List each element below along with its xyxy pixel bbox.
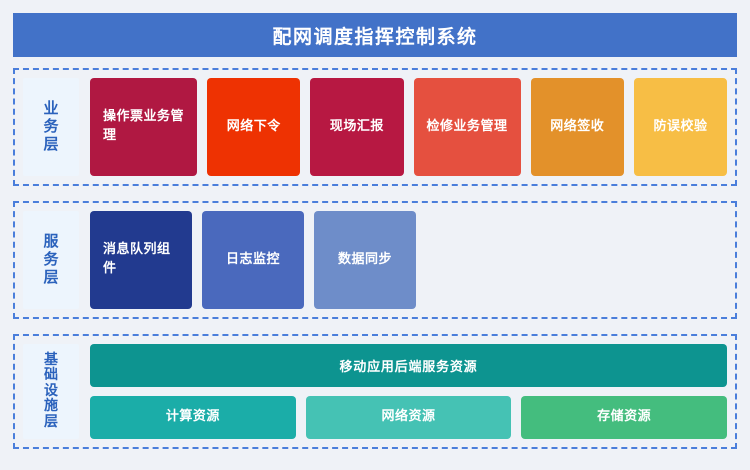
infrastructure-layer-label: 基 础 设 施 层 xyxy=(23,344,79,439)
layer-label-char: 设 xyxy=(44,382,58,399)
layer-label-char: 务 xyxy=(43,117,59,136)
service-card-list: 消息队列组件 日志监控 数据同步 xyxy=(90,211,727,309)
card-storage-resource[interactable]: 存储资源 xyxy=(521,396,728,439)
card-maintenance-business-management[interactable]: 检修业务管理 xyxy=(413,78,521,176)
layer-label-char: 务 xyxy=(43,250,59,269)
infrastructure-resource-row: 计算资源 网络资源 存储资源 xyxy=(90,396,728,439)
business-card-list: 操作票业务管理 网络下令 现场汇报 检修业务管理 网络签收 防误校验 xyxy=(90,78,728,176)
business-layer-label: 业 务 层 xyxy=(23,78,79,176)
page-title: 配网调度指挥控制系统 xyxy=(13,13,737,57)
card-network-signoff[interactable]: 网络签收 xyxy=(530,78,624,176)
layer-label-char: 基 xyxy=(44,352,58,369)
infrastructure-layer-section: 基 础 设 施 层 移动应用后端服务资源 计算资源 网络资源 存储资源 xyxy=(13,334,737,449)
layer-label-char: 层 xyxy=(43,267,59,286)
layer-label-char: 层 xyxy=(43,134,59,153)
card-error-prevention-check[interactable]: 防误校验 xyxy=(633,78,728,176)
card-mobile-backend-service-resource[interactable]: 移动应用后端服务资源 xyxy=(90,344,727,387)
service-layer-section: 服 务 层 消息队列组件 日志监控 数据同步 xyxy=(13,201,737,319)
card-operation-ticket-management[interactable]: 操作票业务管理 xyxy=(90,78,198,176)
card-message-queue-component[interactable]: 消息队列组件 xyxy=(90,211,192,309)
layer-label-char: 施 xyxy=(44,398,58,415)
business-layer-section: 业 务 层 操作票业务管理 网络下令 现场汇报 检修业务管理 网络签收 防误校验 xyxy=(13,68,737,186)
card-log-monitoring[interactable]: 日志监控 xyxy=(202,211,304,309)
card-data-synchronization[interactable]: 数据同步 xyxy=(314,211,416,309)
service-layer-label: 服 务 层 xyxy=(23,211,79,309)
layer-label-char: 层 xyxy=(44,413,58,430)
card-compute-resource[interactable]: 计算资源 xyxy=(90,396,296,439)
layer-label-char: 础 xyxy=(44,367,58,384)
card-network-dispatch-order[interactable]: 网络下令 xyxy=(207,78,301,176)
layer-label-char: 业 xyxy=(43,99,59,118)
layer-label-char: 服 xyxy=(43,232,59,251)
infrastructure-card-list: 移动应用后端服务资源 计算资源 网络资源 存储资源 xyxy=(90,344,728,439)
card-onsite-report[interactable]: 现场汇报 xyxy=(310,78,404,176)
card-network-resource[interactable]: 网络资源 xyxy=(305,396,512,439)
